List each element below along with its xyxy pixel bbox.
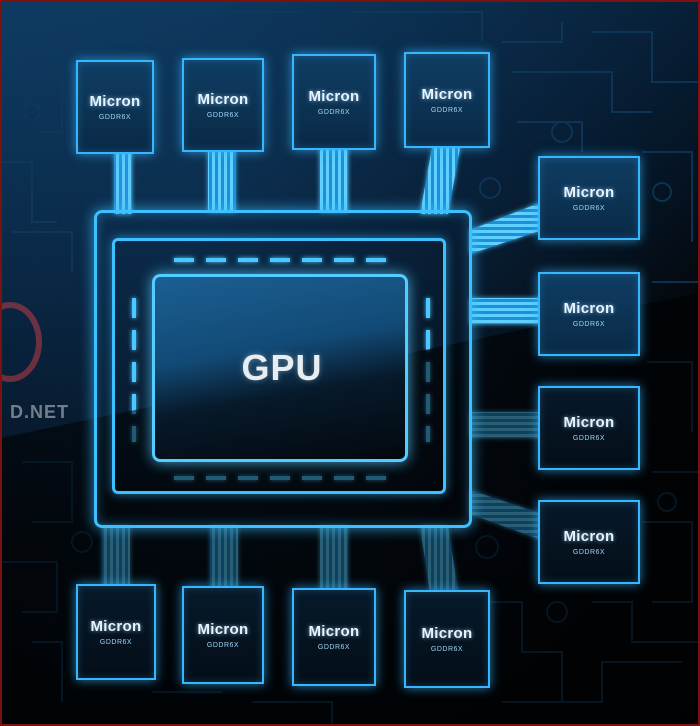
bus-right-2 [470,298,542,324]
chip-model: GDDR6X [430,646,464,653]
chip-brand: Micron [563,414,615,431]
bus-bottom-1 [102,526,130,586]
chip-model: GDDR6X [572,435,606,442]
watermark-text: D.NET [10,402,69,422]
memory-chip: Micron GDDR6X [292,588,376,686]
chip-brand: Micron [563,184,615,201]
chip-model: GDDR6X [98,114,132,121]
chip-model: GDDR6X [317,109,351,116]
gpu-label: GPU [241,347,323,388]
bus-right-3 [470,412,542,438]
chip-model: GDDR6X [206,112,240,119]
memory-chip: Micron GDDR6X [404,52,490,148]
bus-top-3 [320,148,348,212]
bus-bottom-3 [320,526,348,590]
memory-chip: Micron GDDR6X [76,60,154,154]
bus-top-4 [420,148,460,214]
chip-model: GDDR6X [206,642,240,649]
bus-top-1 [102,152,142,214]
memory-chip: Micron GDDR6X [538,156,640,240]
chip-model: GDDR6X [572,205,606,212]
chip-brand: Micron [421,86,473,103]
bus-right-4 [470,490,542,540]
chip-brand: Micron [421,625,473,642]
memory-chip: Micron GDDR6X [538,500,640,584]
chip-model: GDDR6X [99,639,133,646]
chip-brand: Micron [308,88,360,105]
memory-chip: Micron GDDR6X [182,58,264,152]
chip-brand: Micron [563,528,615,545]
chip-model: GDDR6X [572,321,606,328]
memory-chip: Micron GDDR6X [404,590,490,688]
gpu-package-inner [112,238,446,494]
chip-brand: Micron [90,618,142,635]
chip-model: GDDR6X [317,644,351,651]
gpu-die: GPU [152,274,408,462]
chip-model: GDDR6X [572,549,606,556]
chip-brand: Micron [308,623,360,640]
chip-brand: Micron [563,300,615,317]
memory-chip: Micron GDDR6X [538,386,640,470]
bus-right-1 [470,202,542,254]
chip-brand: Micron [197,91,249,108]
memory-chip: Micron GDDR6X [76,584,156,680]
watermark-logo [2,302,42,382]
gpu-package-outer [94,210,472,528]
bus-bottom-2 [210,526,238,588]
memory-chip: Micron GDDR6X [182,586,264,684]
bus-top-2 [208,150,236,212]
memory-chip: Micron GDDR6X [292,54,376,150]
chip-brand: Micron [197,621,249,638]
chip-brand: Micron [89,93,141,110]
memory-chip: Micron GDDR6X [538,272,640,356]
bus-bottom-4 [420,526,458,592]
chip-model: GDDR6X [430,107,464,114]
